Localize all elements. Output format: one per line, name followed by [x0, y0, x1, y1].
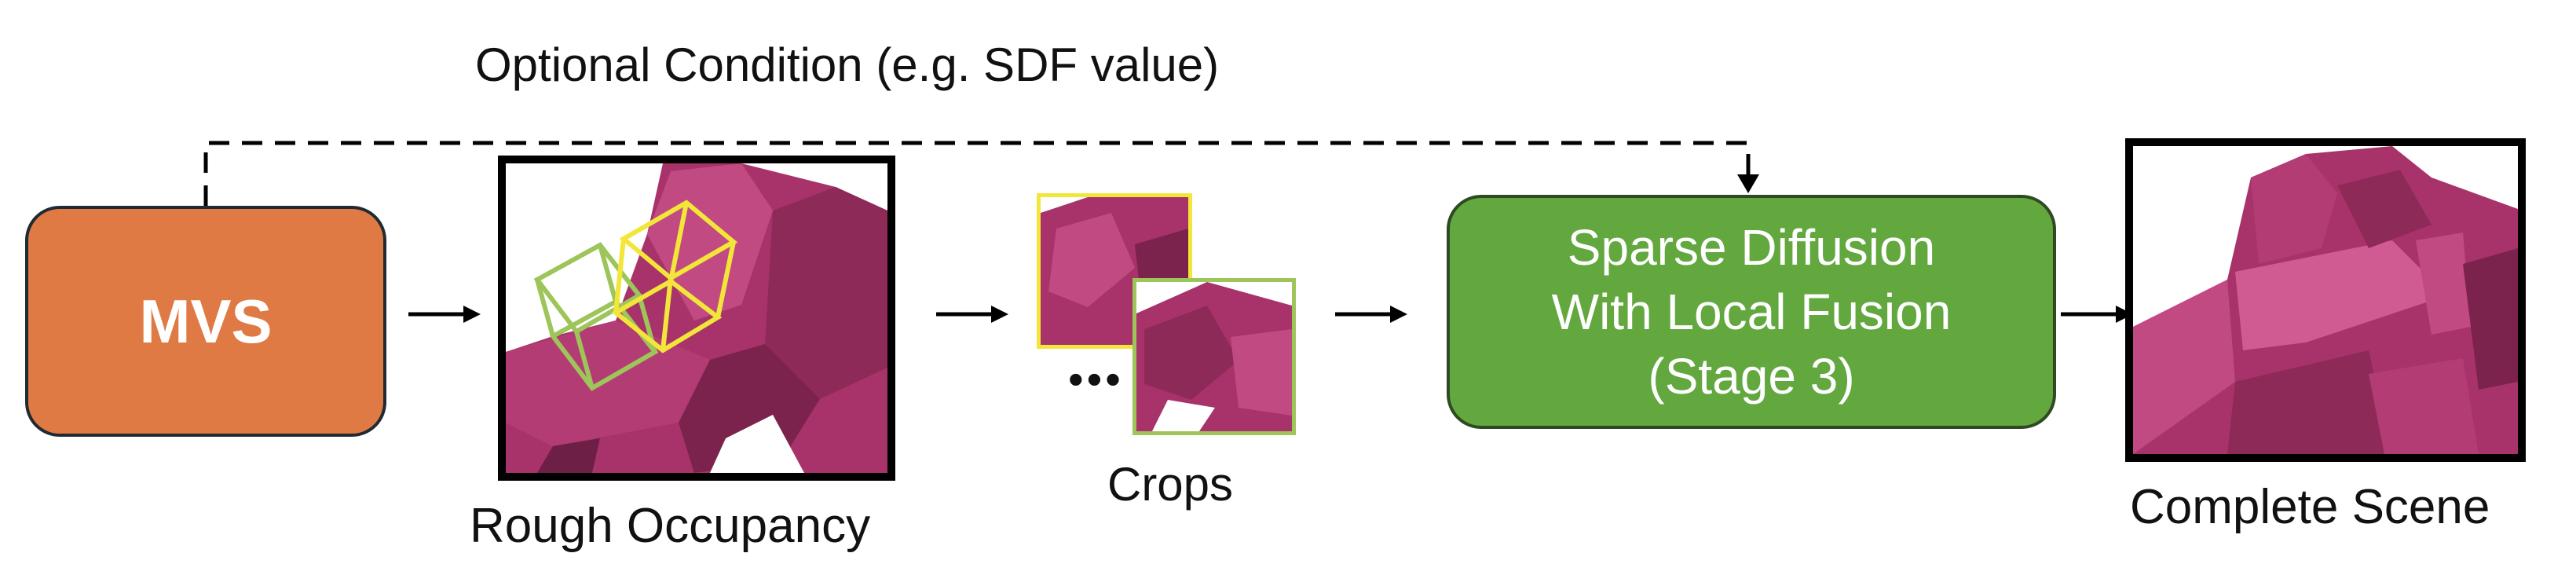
sparse-diffusion-box: Sparse Diffusion With Local Fusion (Stag… [1447, 195, 2056, 429]
arrow-diffusion-to-complete [2061, 306, 2133, 323]
complete-scene-label: Complete Scene [2130, 480, 2490, 534]
complete-scene-image [2125, 138, 2526, 462]
arrow-crops-to-diffusion [1335, 306, 1407, 323]
crops-label: Crops [1107, 458, 1234, 511]
diffusion-line-3: (Stage 3) [1648, 348, 1855, 405]
diffusion-line-2: With Local Fusion [1551, 284, 1952, 340]
rough-voxel-render [506, 163, 887, 473]
arrow-mvs-to-rough [408, 306, 481, 323]
mvs-label: MVS [139, 286, 273, 356]
crops-ellipsis: ••• [1068, 354, 1124, 404]
mvs-box: MVS [25, 206, 386, 437]
rough-occupancy-image [498, 156, 895, 481]
crop-green-image [1132, 278, 1296, 435]
complete-voxel-render [2133, 146, 2518, 454]
condition-label: Optional Condition (e.g. SDF value) [475, 38, 1220, 91]
rough-occupancy-label: Rough Occupancy [470, 499, 871, 553]
diffusion-line-1: Sparse Diffusion [1567, 219, 1936, 276]
arrow-rough-to-crops [936, 306, 1008, 323]
